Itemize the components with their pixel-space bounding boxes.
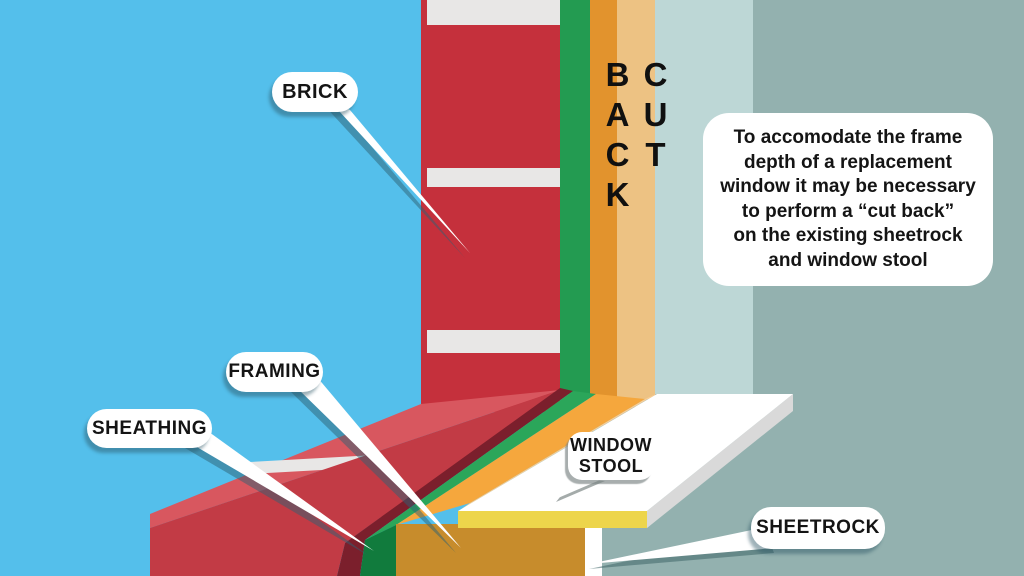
framing-strip bbox=[590, 0, 617, 397]
note-box: To accomodate the frame depth of a repla… bbox=[703, 113, 993, 286]
framing-front-face bbox=[396, 524, 585, 576]
framing-tail-shadow bbox=[291, 382, 456, 553]
background-wall bbox=[753, 0, 1024, 576]
stool-tail-shadow bbox=[556, 478, 605, 502]
note-text: To accomodate the frame depth of a repla… bbox=[720, 127, 976, 271]
stool-front-edge bbox=[458, 511, 647, 528]
stool-callout-tail bbox=[558, 474, 607, 498]
window-stool-callout: WINDOW STOOL bbox=[568, 432, 654, 480]
sheetrock-callout-tail bbox=[589, 527, 774, 564]
sheathing-callout: SHEATHING bbox=[87, 409, 212, 448]
framing-callout: FRAMING bbox=[226, 352, 323, 392]
cut-back-label: CUT BACK bbox=[599, 56, 674, 216]
brick-callout-tail bbox=[327, 98, 470, 253]
sheathing-callout-tail bbox=[190, 432, 374, 551]
mortar-band bbox=[427, 0, 560, 25]
brick-tail-shadow bbox=[322, 103, 465, 258]
framing-top-band bbox=[396, 394, 645, 525]
framing-callout-tail bbox=[296, 377, 461, 548]
sheetrock-callout: SHEETROCK bbox=[751, 507, 885, 549]
sheathing-strip bbox=[560, 0, 590, 394]
air-gap-band bbox=[337, 388, 573, 576]
mortar-band bbox=[427, 168, 560, 187]
brick-ledge-front-face bbox=[150, 390, 560, 576]
sheetrock-cut-edge bbox=[585, 528, 602, 576]
brick-callout: BRICK bbox=[272, 72, 358, 112]
sheathing-front-face bbox=[360, 525, 396, 576]
stool-side-face bbox=[647, 394, 793, 528]
cutback-strip bbox=[617, 0, 655, 399]
mortar-band bbox=[427, 330, 560, 353]
